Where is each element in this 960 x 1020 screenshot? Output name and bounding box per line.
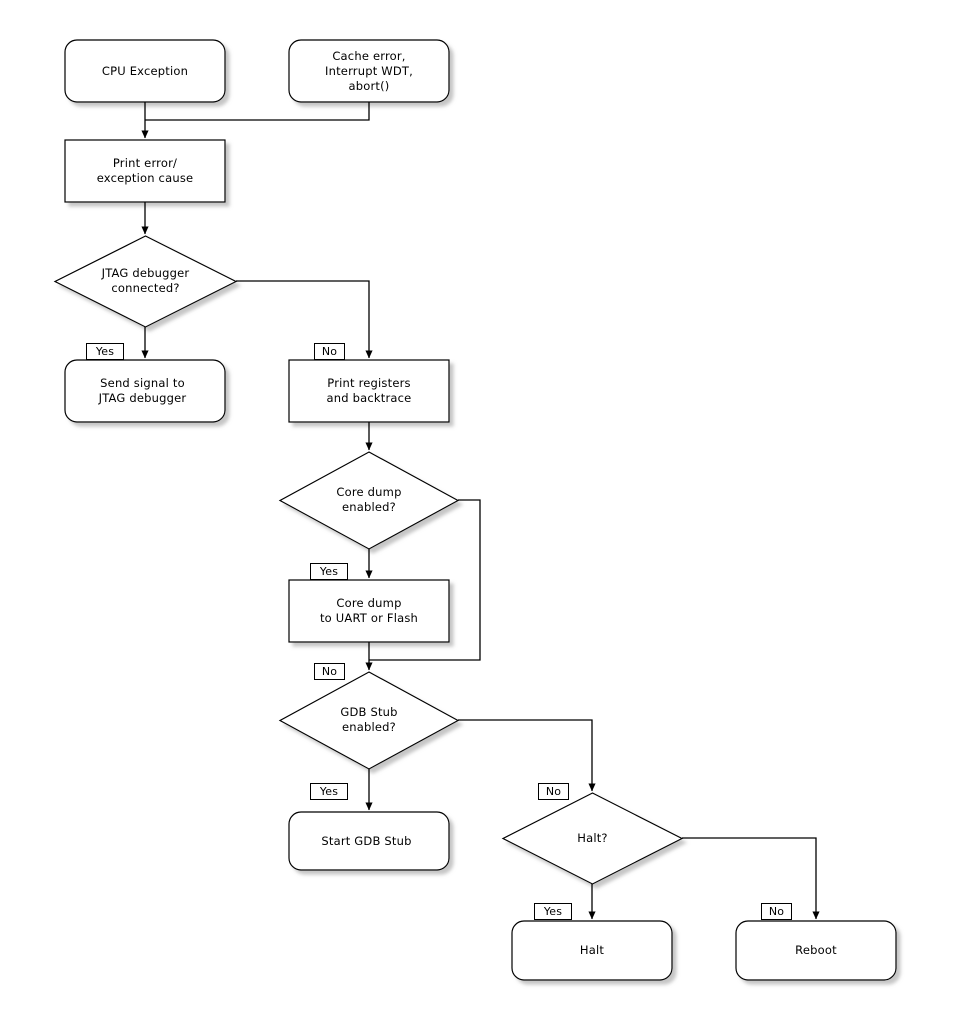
edge-label-halt-no: No: [761, 903, 792, 920]
edge-label-jtag-yes: Yes: [86, 343, 124, 360]
edge-label-gdbstub-yes: Yes: [310, 783, 348, 800]
edge-coredump-no-bypass: [369, 499, 481, 661]
edge-label-coredump-no: No: [314, 663, 345, 680]
edge-gdbstub-no-to-halt: [458, 719, 596, 792]
node-send-signal: [64, 359, 226, 423]
node-jtag-connected: [53, 235, 238, 328]
node-cpu-exception: [64, 39, 226, 103]
edge-label-coredump-yes: Yes: [310, 563, 348, 580]
node-cache-error: [288, 39, 450, 103]
node-halt-question: [501, 792, 684, 885]
node-print-error: [64, 139, 226, 203]
edge-halt-no-to-reboot: [682, 837, 820, 920]
node-reboot-final: [735, 920, 897, 981]
edge-cache-to-print: [145, 102, 370, 121]
edge-label-jtag-no: No: [314, 343, 345, 360]
node-start-gdb-stub: [288, 811, 450, 871]
node-print-registers: [288, 359, 450, 423]
node-core-dump-write: [288, 579, 450, 643]
node-halt-final: [511, 920, 673, 981]
edge-jtag-no-to-registers: [236, 280, 373, 359]
edge-label-halt-yes: Yes: [534, 903, 572, 920]
edge-label-gdbstub-no: No: [538, 783, 569, 800]
node-gdb-stub-enabled: [278, 671, 460, 770]
node-core-dump-enabled: [278, 451, 460, 550]
